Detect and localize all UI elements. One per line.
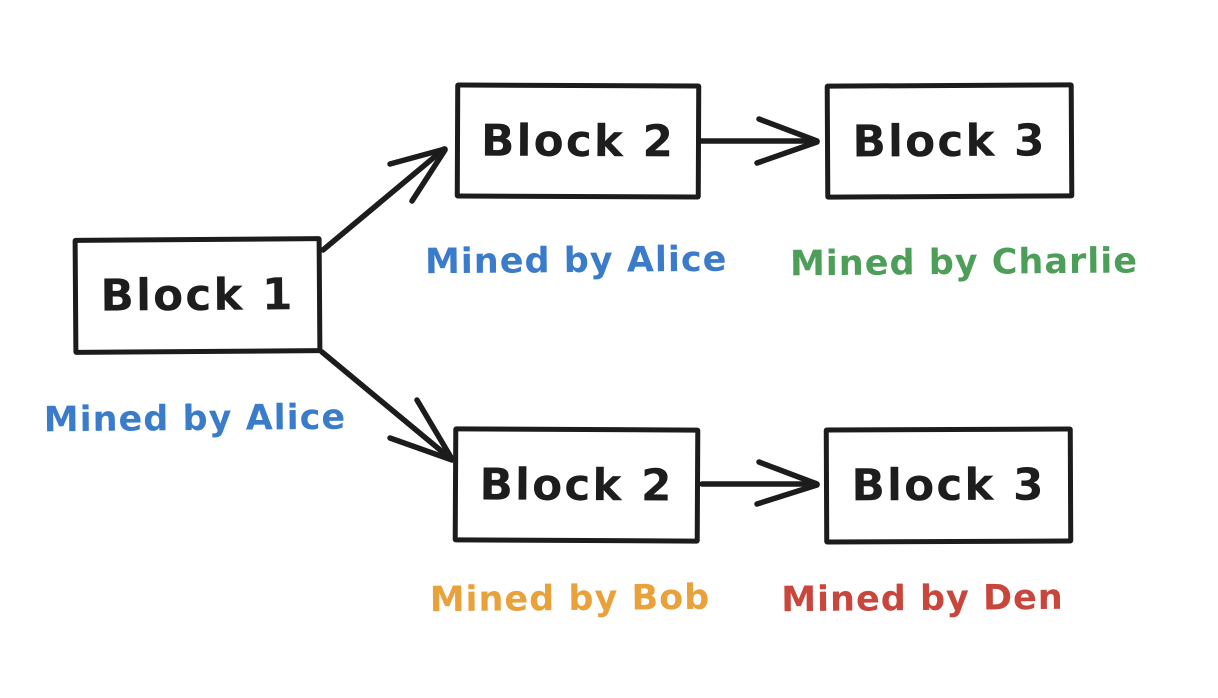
bottom-block3-miner-label: Mined by Den bbox=[781, 577, 1064, 621]
block1-label: Block 1 bbox=[100, 269, 295, 322]
arrow-block1-to-top-block2-icon bbox=[320, 146, 448, 253]
top-block2-miner-label: Mined by Alice bbox=[424, 239, 728, 283]
top-block3-node: Block 3 bbox=[824, 82, 1075, 200]
arrow-top-block2-to-top-block3-icon bbox=[698, 116, 820, 166]
top-block2-node: Block 2 bbox=[454, 82, 702, 200]
bottom-block2-node: Block 2 bbox=[452, 426, 701, 544]
arrow-bottom-block2-to-bottom-block3-icon bbox=[699, 459, 820, 507]
block1-node: Block 1 bbox=[72, 236, 323, 355]
bottom-block2-miner-label: Mined by Bob bbox=[429, 577, 711, 621]
bottom-block3-label: Block 3 bbox=[851, 459, 1046, 512]
block1-miner-label: Mined by Alice bbox=[43, 397, 347, 441]
bottom-block3-node: Block 3 bbox=[823, 426, 1074, 545]
bottom-block2-label: Block 2 bbox=[479, 458, 674, 512]
top-block2-label: Block 2 bbox=[480, 115, 676, 167]
top-block3-miner-label: Mined by Charlie bbox=[789, 241, 1139, 285]
top-block3-label: Block 3 bbox=[852, 114, 1047, 168]
